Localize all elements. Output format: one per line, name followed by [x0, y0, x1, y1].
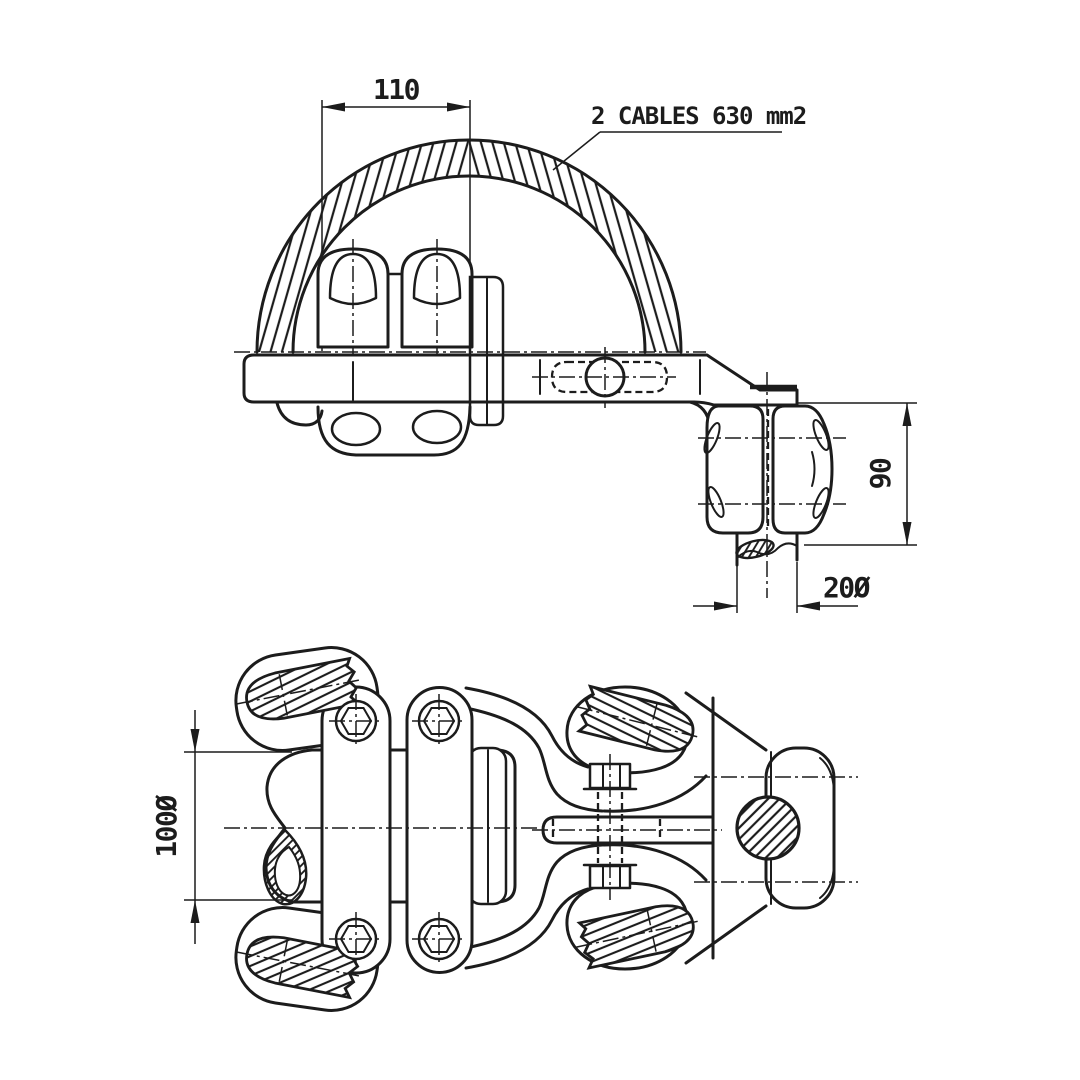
clamp-bar	[242, 353, 799, 428]
clevis-lobe-right	[771, 404, 834, 535]
hex-bolt	[329, 912, 383, 966]
fork-throat-lower	[602, 843, 708, 882]
ball-cap-arc-top	[819, 757, 835, 795]
dim20-value: 20Ø	[823, 571, 871, 604]
dim90-arrow-bottom	[902, 522, 912, 545]
dim100-arrow-top	[190, 729, 200, 752]
dim110-arrow-left	[322, 102, 345, 112]
dim90-value: 90	[864, 458, 897, 489]
hidden-slot	[550, 360, 669, 394]
shoe-hole-right	[411, 409, 463, 445]
dimension-100: 100Ø	[150, 710, 292, 944]
opening-hatch	[263, 830, 307, 905]
tongue-and-bolt	[532, 754, 722, 900]
dim100-arrow-bottom	[190, 900, 200, 923]
pin-break-wave	[736, 542, 798, 559]
cable-stub-bottom-left	[236, 935, 363, 1000]
fork-arm-lower-outer	[464, 887, 590, 970]
cables-note-text: 2 CABLES 630 mm2	[591, 102, 806, 130]
cable-stub-bottom-right	[576, 904, 701, 970]
leader-line	[552, 131, 601, 171]
clamp-bar-body	[242, 353, 799, 407]
fork-arm-upper-outer	[464, 686, 590, 769]
cable-strands	[245, 656, 362, 721]
dimension-20: 20Ø	[693, 562, 872, 613]
pressure-plate-edge	[468, 275, 505, 427]
dimension-110: 110	[322, 73, 470, 112]
cable-cross-centerline	[278, 940, 289, 982]
dim110-arrow-right	[447, 102, 470, 112]
shoe-hole-left	[330, 411, 382, 447]
socket-terminal	[684, 691, 836, 965]
keeper-plate-2	[405, 686, 474, 974]
lobe-highlight-4	[812, 487, 830, 519]
barrel-side-opening	[262, 828, 308, 906]
hex-bolt	[412, 912, 466, 966]
cable-stub-top-right	[576, 684, 701, 753]
fork-arm-lower-inner	[464, 843, 604, 950]
fork-throat-upper	[602, 774, 708, 813]
plate-bolts	[329, 694, 466, 966]
cable-arch-hatch-left	[257, 140, 469, 352]
dim100-value: 100Ø	[150, 795, 183, 858]
shoe-outline	[316, 405, 472, 457]
lobe-highlight-1	[703, 422, 721, 454]
clevis-side-view	[698, 372, 846, 598]
terminal-top-slant	[684, 691, 768, 752]
cable-centerline	[576, 706, 701, 739]
dim20-arrow-left	[714, 601, 737, 611]
cable-strands	[576, 684, 695, 753]
opening-outer-edge	[262, 828, 308, 906]
dim20-arrow-right	[797, 601, 820, 611]
hex-bolt	[412, 694, 466, 748]
bottom-shoe	[275, 401, 472, 457]
cable-centerline	[236, 951, 363, 978]
cable-strands	[245, 935, 361, 1000]
top-view-side-elevation: 90 20Ø 110 2 CABLES 630 mm2	[234, 73, 917, 613]
cable-arch-hatch-right	[469, 140, 681, 352]
cable-arch-outer-edge	[255, 138, 683, 354]
saddle-domes	[316, 239, 474, 358]
terminal-bottom-slant	[684, 904, 768, 965]
bottom-view-plan: 100Ø	[150, 646, 858, 1012]
clevis-lobe-left	[705, 404, 765, 535]
cable-cross-centerline	[646, 909, 658, 953]
fork-arm-upper-inner	[464, 706, 604, 813]
cable-cross-centerline	[645, 703, 658, 747]
cable-cross-centerline	[278, 674, 289, 716]
cables-note: 2 CABLES 630 mm2	[552, 102, 807, 171]
cable-arch-inner-edge	[291, 174, 647, 354]
pin-break-section	[735, 538, 775, 560]
cable-centerline	[576, 919, 701, 948]
hex-bolt	[329, 694, 383, 748]
bar-slot-and-bolt	[532, 347, 676, 408]
cable-arch	[255, 138, 683, 354]
dim90-arrow-top	[902, 403, 912, 426]
pressure-plate-outline	[468, 275, 505, 427]
opening-inner-edge	[273, 845, 302, 897]
lobe-inner-arc	[811, 451, 816, 487]
cable-strands	[576, 904, 695, 970]
dimension-90: 90	[798, 402, 917, 546]
pin-cross-section	[735, 795, 801, 861]
cable-centerline	[236, 678, 363, 705]
shoe-lip-left	[275, 401, 324, 427]
cable-stub-top-left	[236, 656, 363, 721]
lobe-highlight-3	[812, 419, 830, 451]
dim110-value: 110	[373, 73, 420, 106]
